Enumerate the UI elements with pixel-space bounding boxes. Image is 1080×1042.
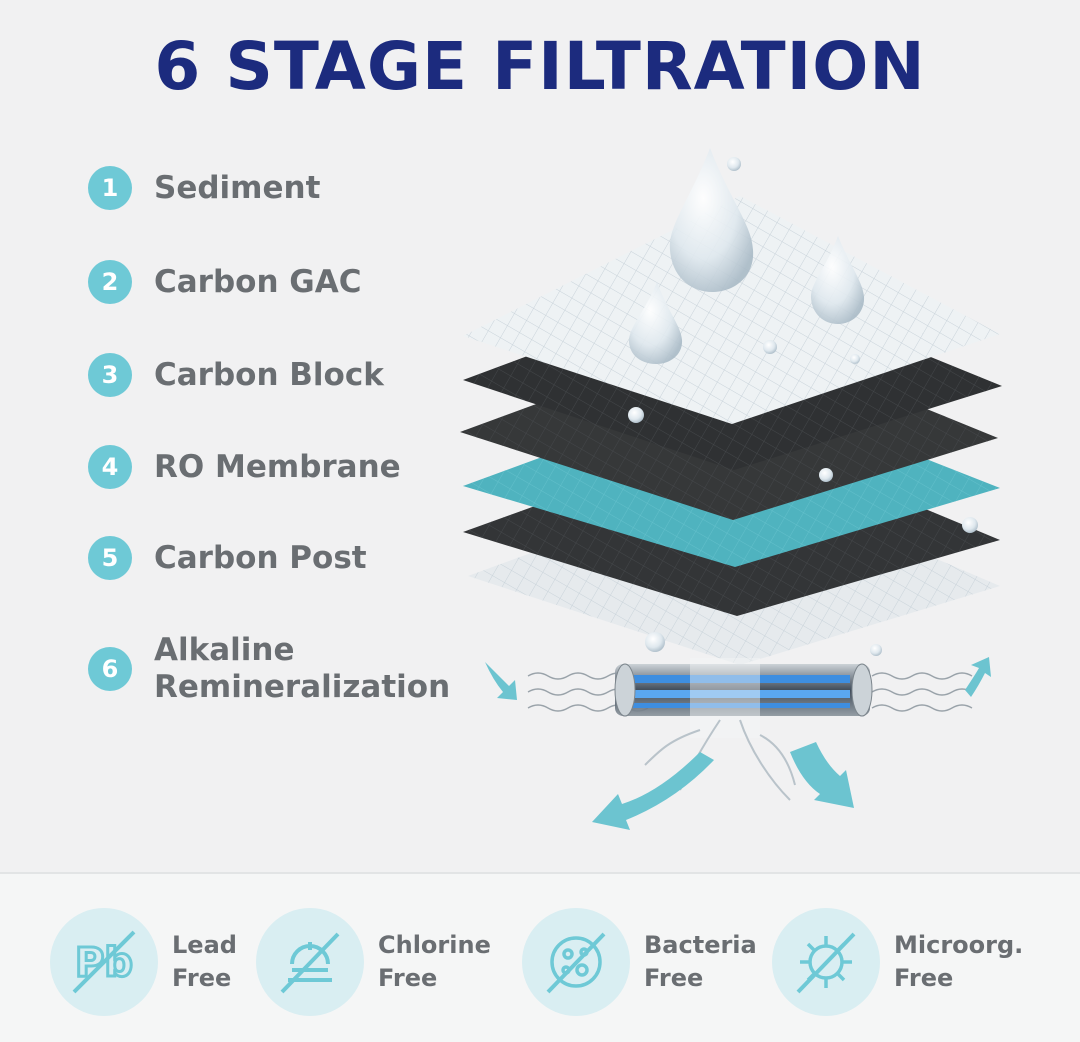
badge-label-line2: Free <box>172 964 232 992</box>
stage-item-1: 1 Sediment <box>88 166 488 210</box>
stage-number-badge: 5 <box>88 536 132 580</box>
stage-label: Carbon Post <box>154 539 367 576</box>
badge-bacteria-free: Bacteria Free <box>522 908 757 1016</box>
microorganism-crossed-icon <box>772 908 880 1016</box>
badge-microorg-free: Microorg. Free <box>772 908 1023 1016</box>
badge-label-line1: Bacteria <box>644 931 757 959</box>
stage-label: Carbon GAC <box>154 263 362 300</box>
stage-number-badge: 3 <box>88 353 132 397</box>
stage-number-badge: 4 <box>88 445 132 489</box>
badge-label-line2: Free <box>894 964 954 992</box>
stage-item-6: 6 Alkaline Remineralization <box>88 632 488 706</box>
filter-layers-illustration <box>460 148 1002 830</box>
benefits-bar: Pb Lead Free Chlorine Free <box>0 872 1080 1042</box>
stage-number-badge: 2 <box>88 260 132 304</box>
filter-cartridge <box>614 658 873 738</box>
stage-item-5: 5 Carbon Post <box>88 536 488 580</box>
badge-label-line1: Lead <box>172 931 237 959</box>
stage-item-3: 3 Carbon Block <box>88 353 488 397</box>
stage-label: Sediment <box>154 169 321 206</box>
badge-lead-free: Pb Lead Free <box>50 908 237 1016</box>
badge-label-line2: Free <box>644 964 704 992</box>
stage-number-badge: 6 <box>88 647 132 691</box>
badge-label: Chlorine Free <box>378 929 491 995</box>
stage-label: RO Membrane <box>154 448 401 485</box>
stage-item-2: 2 Carbon GAC <box>88 260 488 304</box>
badge-label-line1: Microorg. <box>894 931 1024 959</box>
chlorine-crossed-icon <box>256 908 364 1016</box>
stage-item-4: 4 RO Membrane <box>88 445 488 489</box>
badge-label: Lead Free <box>172 929 237 995</box>
water-drops <box>628 148 978 656</box>
stage-label-line2: Remineralization <box>154 669 451 705</box>
badge-label: Bacteria Free <box>644 929 757 995</box>
stage-label: Carbon Block <box>154 356 384 393</box>
page-title: 6 STAGE FILTRATION <box>154 28 926 105</box>
stage-label-line1: Alkaline <box>154 632 295 668</box>
stage-number-badge: 1 <box>88 166 132 210</box>
badge-label-line1: Chlorine <box>378 931 491 959</box>
filter-layer-1 <box>463 196 1000 424</box>
stage-label: Alkaline Remineralization <box>154 632 450 706</box>
badge-label-line2: Free <box>378 964 438 992</box>
bacteria-crossed-icon <box>522 908 630 1016</box>
badge-chlorine-free: Chlorine Free <box>256 908 491 1016</box>
badge-label: Microorg. Free <box>894 929 1023 995</box>
lead-pb-crossed-icon: Pb <box>50 908 158 1016</box>
flow-arrows <box>485 657 991 830</box>
